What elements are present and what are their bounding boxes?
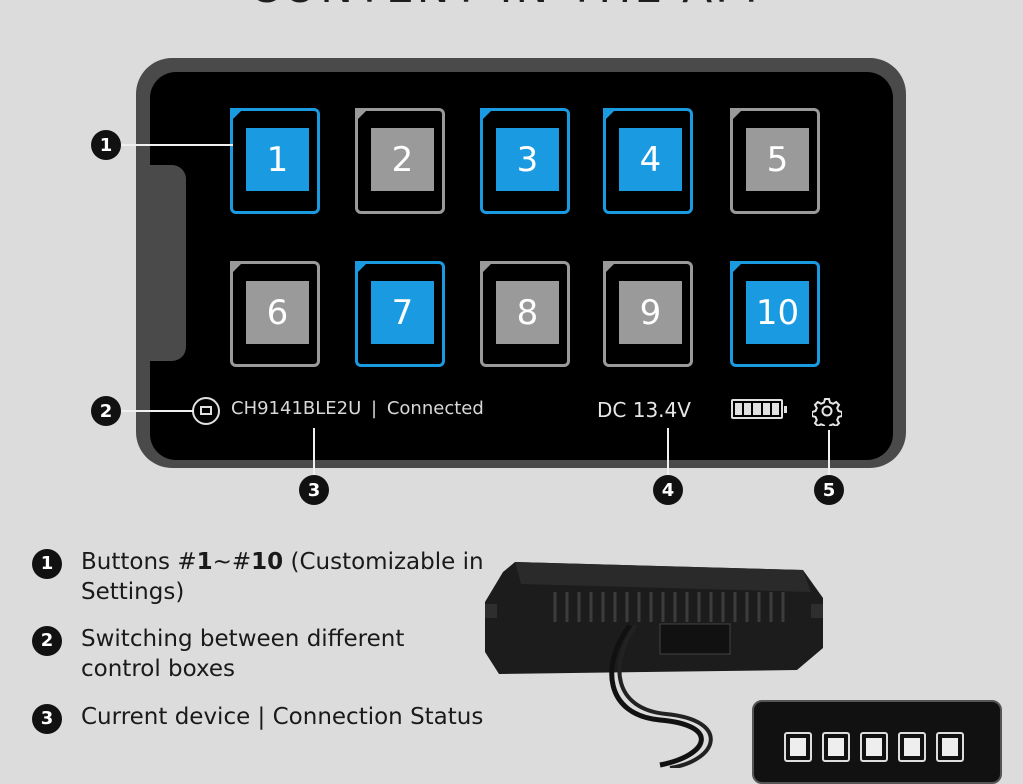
switch-button-10[interactable]: 10 xyxy=(730,261,820,367)
callout-line-2 xyxy=(120,410,194,412)
page-heading: CONTENT IN THE APP xyxy=(0,0,1023,13)
gear-icon[interactable] xyxy=(812,396,842,426)
callout-line-3 xyxy=(313,428,315,480)
switch-button-2[interactable]: 2 xyxy=(355,108,445,214)
connection-status: Connected xyxy=(386,398,484,419)
status-separator: | xyxy=(371,398,378,419)
callout-4: 4 xyxy=(653,475,683,505)
switch-button-label: 8 xyxy=(496,281,559,344)
callout-3: 3 xyxy=(299,475,329,505)
switch-button-label: 6 xyxy=(246,281,309,344)
device-switch-icon[interactable] xyxy=(192,397,220,425)
switch-button-label: 4 xyxy=(619,128,682,191)
switch-button-label: 3 xyxy=(496,128,559,191)
cable-image xyxy=(609,625,713,768)
legend-text: Switching between different control boxe… xyxy=(81,626,405,682)
switch-button-label: 2 xyxy=(371,128,434,191)
callout-line-4 xyxy=(667,428,669,480)
callout-2: 2 xyxy=(91,396,121,426)
switch-button-label: 5 xyxy=(746,128,809,191)
switch-button-1[interactable]: 1 xyxy=(230,108,320,214)
switch-button-label: 9 xyxy=(619,281,682,344)
switch-button-3[interactable]: 3 xyxy=(480,108,570,214)
device-status: CH9141BLE2U | Connected xyxy=(231,398,484,419)
legend-text: Buttons #1~#10 (Customizable in Settings… xyxy=(81,549,484,605)
switch-button-label: 1 xyxy=(246,128,309,191)
callout-line-1 xyxy=(118,144,233,146)
switch-button-9[interactable]: 9 xyxy=(603,261,693,367)
battery-icon xyxy=(731,399,787,419)
callout-5: 5 xyxy=(814,475,844,505)
switch-button-6[interactable]: 6 xyxy=(230,261,320,367)
control-box-image xyxy=(485,562,823,674)
legend-number: 1 xyxy=(32,549,62,579)
legend-text: Current device | Connection Status xyxy=(81,704,484,730)
voltage-readout: DC 13.4V xyxy=(597,398,691,422)
device-name: CH9141BLE2U xyxy=(231,398,362,419)
switch-button-5[interactable]: 5 xyxy=(730,108,820,214)
switch-button-8[interactable]: 8 xyxy=(480,261,570,367)
switch-button-4[interactable]: 4 xyxy=(603,108,693,214)
switch-button-label: 7 xyxy=(371,281,434,344)
switch-button-label: 10 xyxy=(746,281,809,344)
switch-panel-image xyxy=(752,700,1002,784)
switch-button-7[interactable]: 7 xyxy=(355,261,445,367)
legend-number: 3 xyxy=(32,704,62,734)
legend-number: 2 xyxy=(32,626,62,656)
callout-1: 1 xyxy=(91,130,121,160)
phone-notch xyxy=(150,165,186,361)
callout-line-5 xyxy=(828,430,830,480)
